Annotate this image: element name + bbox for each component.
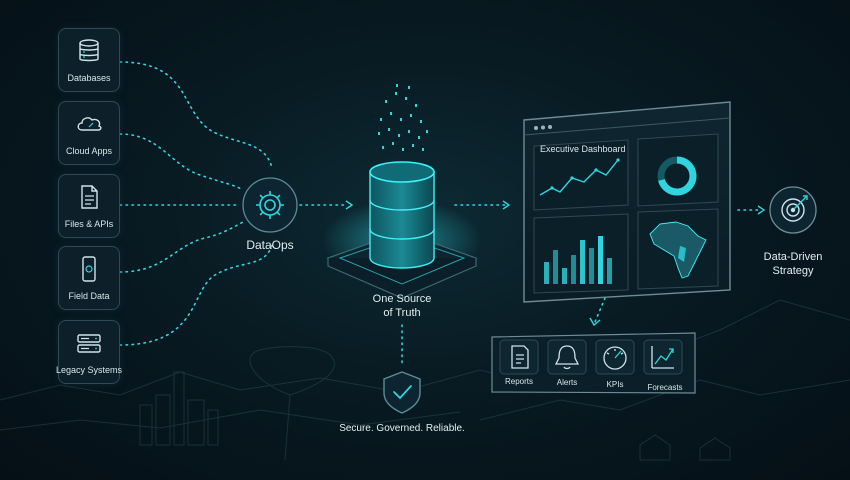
source-label: Field Data — [68, 291, 110, 301]
rising-data-particles — [378, 84, 428, 151]
tool-label-alerts: Alerts — [556, 378, 578, 387]
arrowhead-dashboard — [502, 200, 511, 210]
tool-label-forecasts: Forecasts — [647, 383, 683, 392]
outcome-label: Data-Driven Strategy — [748, 250, 838, 278]
source-label: Databases — [67, 73, 111, 83]
server-icon — [77, 334, 101, 353]
source-label: Files & APIs — [64, 219, 114, 229]
outcome-label-line1: Data-Driven — [763, 251, 823, 263]
core-label-line2: of Truth — [383, 307, 421, 319]
source-connectors — [119, 61, 273, 346]
outcome-target — [769, 186, 817, 234]
security-badge — [383, 371, 421, 414]
source-card-legacy-systems: Legacy Systems — [56, 320, 122, 384]
background-landscape — [0, 299, 850, 461]
database-stack-icon — [369, 161, 435, 269]
tool-label-reports: Reports — [504, 377, 533, 386]
cloud-icon — [77, 117, 102, 131]
phone-icon — [82, 256, 96, 282]
tools-panel — [491, 332, 696, 394]
database-icon — [79, 39, 99, 62]
outcome-label-line2: Strategy — [772, 265, 814, 277]
core-label-line1: One Source — [372, 293, 432, 305]
security-label: Secure. Governed. Reliable. — [339, 423, 465, 434]
core-label: One Source of Truth — [352, 292, 452, 320]
file-icon — [81, 185, 98, 209]
executive-dashboard — [523, 101, 731, 303]
arrowhead-hub — [345, 200, 354, 210]
source-card-databases: Databases — [58, 28, 120, 92]
arrowhead-outcome — [757, 205, 766, 215]
shield-check-icon — [383, 371, 421, 414]
source-card-files-apis: Files & APIs — [58, 174, 120, 238]
bell-icon — [554, 345, 580, 370]
gauge-icon — [603, 346, 627, 370]
dataops-label: DataOps — [246, 238, 294, 252]
source-card-field-data: Field Data — [58, 246, 120, 310]
arrowhead-tools — [589, 317, 601, 327]
report-icon — [511, 345, 529, 369]
core-database — [322, 84, 482, 299]
gear-icon — [256, 191, 284, 219]
tool-label-kpis: KPIs — [606, 380, 624, 389]
source-label: Legacy Systems — [55, 365, 123, 375]
dashboard-donut-chart — [657, 156, 697, 196]
target-icon — [781, 195, 808, 222]
dashboard-map-africa — [649, 221, 707, 279]
source-label: Cloud Apps — [65, 146, 113, 156]
dashboard-title: Executive Dashboard — [540, 144, 626, 154]
trend-icon — [651, 346, 674, 369]
dashboard-bar-chart — [544, 236, 612, 284]
arrow-dashboard-to-tools — [594, 297, 606, 323]
dataops-hub — [242, 177, 298, 233]
source-card-cloud-apps: Cloud Apps — [58, 101, 120, 165]
